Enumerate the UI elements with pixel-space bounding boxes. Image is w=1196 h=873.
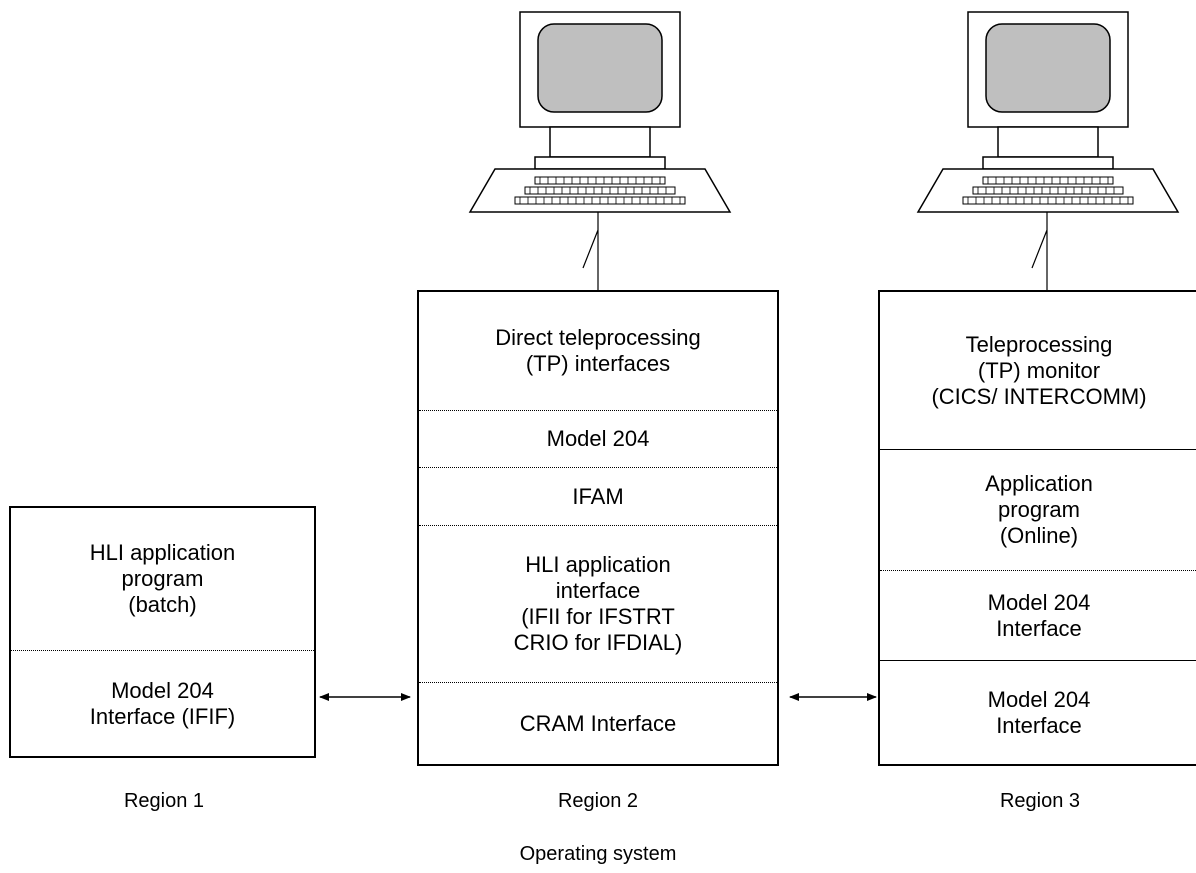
region-2-label: Region 2 [557, 790, 639, 812]
region-3-label: Region 3 [999, 790, 1081, 812]
region-3-box: Teleprocessing (TP) monitor (CICS/ INTER… [878, 290, 1196, 766]
terminal-icon [468, 11, 732, 213]
region-3-model-204-interface-2: Model 204 Interface [880, 660, 1196, 764]
region-2-model-204: Model 204 [419, 410, 777, 467]
operating-system-label: Operating system [519, 843, 677, 865]
region-2-box: Direct teleprocessing (TP) interfaces Mo… [417, 290, 779, 766]
terminal-icon [916, 11, 1180, 213]
region-1-box: HLI application program (batch) Model 20… [9, 506, 316, 758]
region-1-app-program: HLI application program (batch) [89, 540, 236, 617]
region-1-label: Region 1 [123, 790, 205, 812]
region-2-hli-interface: HLI application interface (IFII for IFST… [419, 525, 777, 682]
region-2-ifam: IFAM [419, 467, 777, 525]
region-3-tp-monitor: Teleprocessing (TP) monitor (CICS/ INTER… [931, 331, 1147, 409]
region-2-tp-interfaces: Direct teleprocessing (TP) interfaces [495, 325, 701, 376]
comm-link [582, 212, 599, 290]
region-3-app-program: Application program (Online) [880, 449, 1196, 570]
region-3-model-204-interface: Model 204 Interface [880, 570, 1196, 660]
comm-link [1031, 212, 1048, 290]
region-2-cram-interface: CRAM Interface [419, 682, 777, 764]
region-1-interface: Model 204 Interface (IFIF) [11, 650, 314, 756]
